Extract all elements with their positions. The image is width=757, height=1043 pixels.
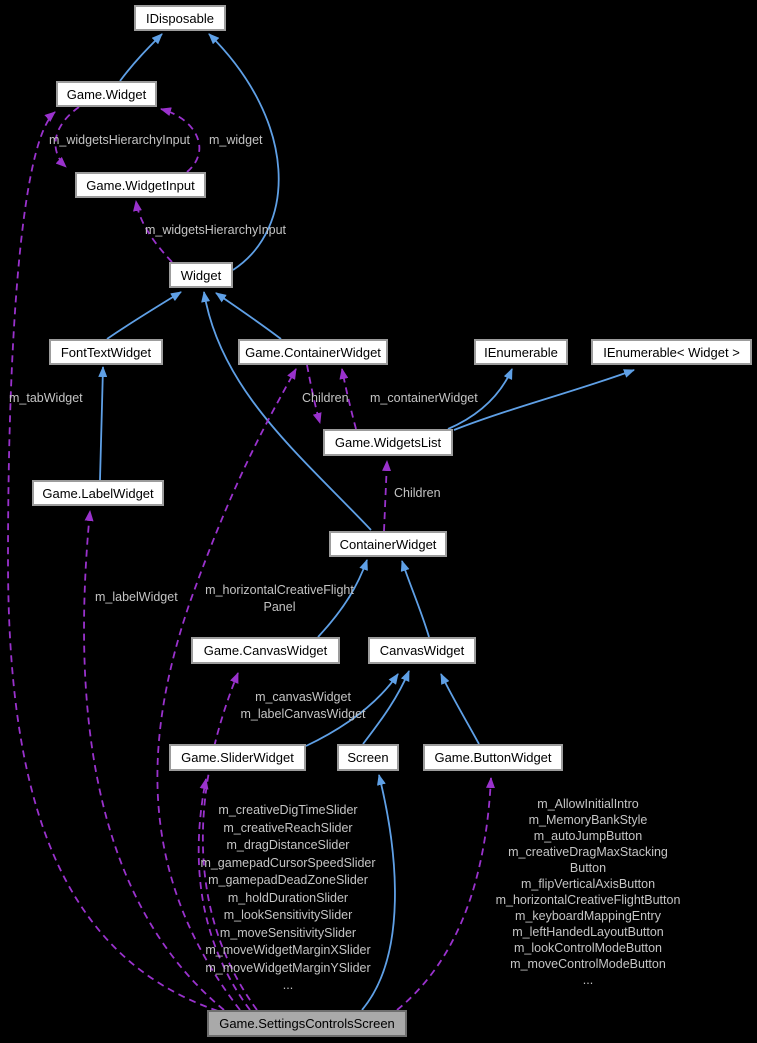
class-node-widget[interactable]: Widget: [169, 262, 233, 288]
class-node-game-widgetinput[interactable]: Game.WidgetInput: [75, 172, 206, 198]
usage-edge-screen-sliderwidget: [197, 778, 251, 1011]
inheritance-edge-gamewidget-idisposable: [119, 33, 163, 82]
inheritance-edge-widgetslist-ienumerablewidget: [453, 369, 635, 431]
class-node-game-widgetslist[interactable]: Game.WidgetsList: [323, 429, 453, 456]
class-node-screen[interactable]: Screen: [337, 744, 399, 771]
edge-label-button-members: m_AllowInitialIntro m_MemoryBankStyle m_…: [495, 797, 681, 987]
edge-label-flight-panel: m_horizontalCreativeFlight Panel: [192, 582, 367, 616]
class-node-game-containerwidget[interactable]: Game.ContainerWidget: [238, 339, 388, 365]
usage-edge-screen-buttonwidget: [396, 777, 495, 1011]
class-node-game-widget[interactable]: Game.Widget: [56, 81, 157, 107]
inheritance-edge-settingscontrolsscreen-screen: [361, 774, 396, 1011]
inheritance-edge-screen-canvaswidget: [362, 670, 410, 745]
edge-label-canvas-members-line2: m_labelCanvasWidget: [240, 706, 366, 721]
edge-label-m-labelwidget: m_labelWidget: [95, 590, 178, 604]
inheritance-edge-gamecanvaswidget-containerwidget: [317, 559, 368, 638]
inheritance-edge-buttonwidget-canvaswidget: [440, 673, 480, 745]
usage-edge-widgetslist-gamecontainerwidget: [339, 368, 357, 430]
class-node-fonttextwidget[interactable]: FontTextWidget: [49, 339, 163, 365]
class-node-canvaswidget[interactable]: CanvasWidget: [368, 637, 476, 664]
inheritance-edge-containerwidget-widget: [201, 291, 372, 531]
class-node-ienumerable-widget[interactable]: IEnumerable< Widget >: [591, 339, 752, 365]
usage-edge-gamecontainerwidget-widgetslist: [306, 364, 322, 424]
class-node-game-buttonwidget[interactable]: Game.ButtonWidget: [423, 744, 563, 771]
usage-edge-containerwidget-widgetslist: [382, 460, 392, 532]
edge-label-m-tabwidget: m_tabWidget: [9, 391, 83, 405]
class-node-containerwidget[interactable]: ContainerWidget: [329, 531, 447, 557]
class-node-idisposable[interactable]: IDisposable: [134, 5, 226, 31]
edge-label-m-containerwidget: m_containerWidget: [370, 391, 478, 405]
edge-label-flight-panel-line2: Panel: [263, 600, 296, 614]
class-node-ienumerable[interactable]: IEnumerable: [474, 339, 568, 365]
inheritance-edge-gamelabelwidget-fonttextwidget: [98, 366, 108, 481]
inheritance-edge-sliderwidget-canvaswidget: [305, 673, 399, 747]
edge-label-children-1: Children: [302, 391, 349, 405]
class-node-game-settingscontrolsscreen[interactable]: Game.SettingsControlsScreen: [207, 1010, 407, 1037]
edge-label-m-widget: m_widget: [209, 133, 263, 147]
usage-edge-screen-gamecontainerwidget-flightpanel: [156, 368, 297, 1011]
usage-edge-screen-gamewidget-tabwidget: [7, 111, 219, 1012]
class-node-game-labelwidget[interactable]: Game.LabelWidget: [32, 480, 164, 506]
usage-edge-widgetinput-gamewidget: [160, 107, 201, 173]
edge-label-canvas-members-line1: m_canvasWidget: [255, 690, 351, 704]
usage-edge-screen-gamecanvaswidget: [201, 672, 258, 1011]
edge-label-widgets-hierarchy-input-1: m_widgetsHierarchyInput: [49, 133, 191, 147]
inheritance-edge-canvaswidget-containerwidget: [400, 560, 430, 638]
usage-edge-widget-widgetinput: [133, 200, 173, 263]
edge-label-widgets-hierarchy-input-2: m_widgetsHierarchyInput: [145, 223, 287, 237]
class-node-game-sliderwidget[interactable]: Game.SliderWidget: [169, 744, 306, 771]
usage-edge-screen-gamelabelwidget: [83, 510, 225, 1011]
inheritance-edge-fonttextwidget-widget: [106, 291, 182, 340]
inheritance-edge-gamecontainerwidget-widget: [215, 292, 282, 340]
edge-label-canvas-members: m_canvasWidget m_labelCanvasWidget: [213, 689, 393, 722]
class-node-game-canvaswidget[interactable]: Game.CanvasWidget: [191, 637, 340, 664]
edge-label-children-2: Children: [394, 486, 441, 500]
usage-edge-gamewidget-widgetinput: [54, 106, 80, 168]
inheritance-edge-widgetslist-ienumerable: [447, 368, 513, 430]
edge-label-slider-members: m_creativeDigTimeSlider m_creativeReachS…: [200, 803, 376, 992]
inheritance-edge-widget-idisposable: [208, 33, 280, 271]
edge-label-flight-panel-line1: m_horizontalCreativeFlight: [205, 583, 354, 597]
